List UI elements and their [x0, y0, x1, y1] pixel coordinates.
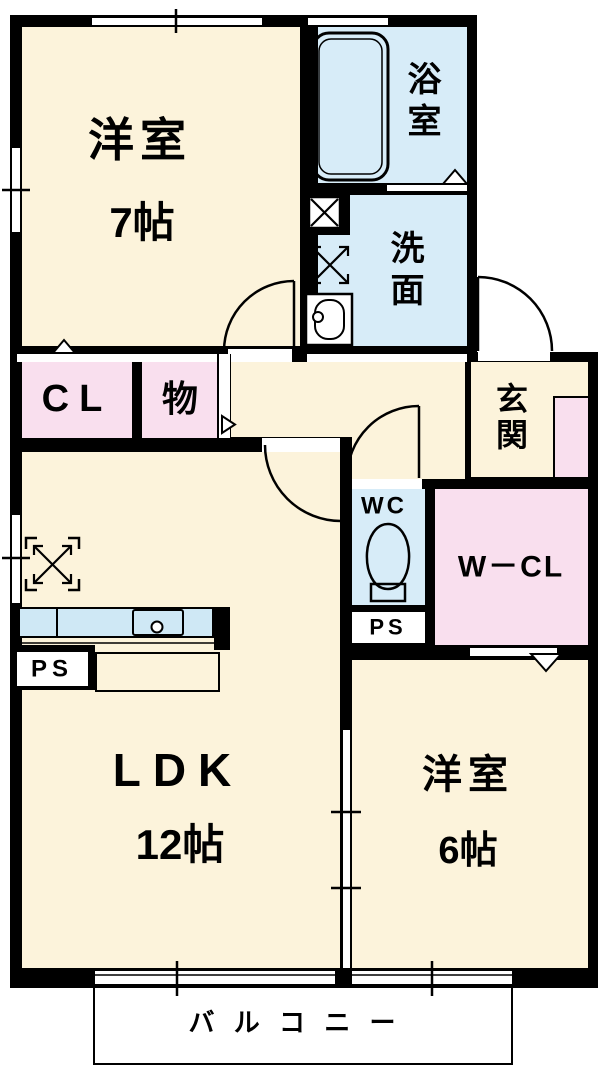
- label-western7-size: 7帖: [109, 198, 175, 246]
- kitchen-counter: [18, 607, 214, 638]
- room-bath: [318, 27, 467, 183]
- hallway: [231, 362, 465, 437]
- door-swing-entrance: [476, 275, 554, 352]
- room-western-7: [22, 27, 300, 346]
- label-entrance: 玄関: [492, 382, 528, 454]
- closet-sliding-door: [17, 354, 217, 362]
- label-western6-size: 6帖: [438, 830, 498, 873]
- ldk-door-opening: [262, 438, 340, 452]
- ldk-western6-partition: [342, 730, 351, 968]
- label-storage: 物: [161, 378, 199, 420]
- label-bath: 浴室: [402, 61, 440, 145]
- label-western6: 洋室: [422, 753, 514, 797]
- label-closet: CL: [41, 378, 113, 421]
- label-pipe-space-kitchen: PS: [30, 655, 74, 683]
- wc-door-opening: [352, 479, 422, 489]
- bath-door-band: [387, 185, 467, 191]
- window-bottom-western6: [352, 971, 512, 984]
- label-ldk: LDK: [112, 743, 244, 796]
- western7-door-opening: [228, 349, 292, 362]
- label-washroom: 洗面: [385, 230, 423, 314]
- washroom-sliding-door: [307, 354, 467, 362]
- room-closet: [22, 362, 132, 438]
- window-left-western7: [12, 148, 20, 232]
- window-left-ldk: [12, 515, 20, 603]
- label-balcony: バ ル コ ニ ー: [188, 1007, 402, 1038]
- label-western7: 洋室: [88, 113, 192, 166]
- label-walkin-closet: W－CL: [457, 550, 565, 584]
- window-bottom-ldk: [95, 971, 335, 984]
- label-pipe-space-wc: PS: [369, 614, 407, 640]
- storage-door-band: [218, 354, 231, 438]
- label-wc: WC: [361, 492, 407, 520]
- room-walkin-closet: [435, 489, 588, 645]
- pipe-space-kitchen-box: [17, 652, 88, 686]
- kitchen-lower-cabinet: [95, 652, 220, 692]
- window-top-western7: [92, 18, 262, 25]
- shoe-cabinet: [553, 396, 588, 477]
- entrance-door-opening: [478, 352, 550, 361]
- label-ldk-size: 12帖: [135, 820, 225, 868]
- window-top-bath: [308, 18, 388, 25]
- hallway-lower: [352, 437, 465, 479]
- wcl-sliding-door: [470, 648, 557, 656]
- room-storage: [142, 362, 217, 438]
- room-western-6: [352, 660, 588, 968]
- room-ldk: [22, 452, 340, 968]
- kitchen-wall-stub: [214, 607, 230, 650]
- pipe-space-wc-box: [352, 612, 425, 643]
